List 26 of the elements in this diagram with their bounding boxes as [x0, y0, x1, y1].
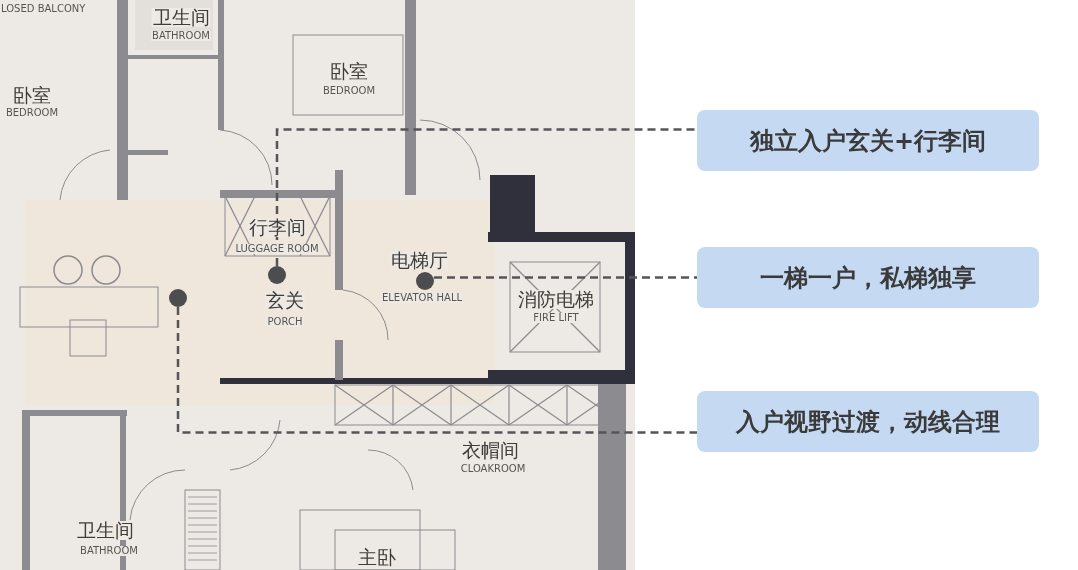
room-name-english: BEDROOM	[321, 86, 377, 96]
room-name-english: BEDROOM	[4, 108, 60, 118]
room-name-english: BATHROOM	[79, 546, 139, 556]
room-name-english: LUGGAGE ROOM	[234, 244, 320, 254]
leader-line	[275, 128, 697, 266]
room-name: 主卧	[357, 548, 397, 567]
room-name: 卧室	[12, 86, 52, 105]
room-name: 卧室	[329, 62, 369, 81]
room-name: 行李间	[247, 218, 307, 237]
leader-line	[176, 307, 697, 434]
room-name-english: LOSED BALCONY	[0, 4, 87, 14]
room-name-english: CLOAKROOM	[459, 464, 527, 474]
room-name-english: BATHROOM	[151, 31, 211, 41]
room-name-english: ELEVATOR HALL	[380, 293, 464, 303]
room-name: 玄关	[265, 291, 305, 310]
room-name: 消防电梯	[517, 290, 595, 309]
callout-box: 独立入户玄关+行李间	[697, 110, 1039, 171]
callout-box: 入户视野过渡，动线合理	[697, 391, 1039, 452]
room-name: 卫生间	[75, 521, 135, 540]
room-name-english: FIRE LIFT	[532, 313, 580, 323]
room-name-english: PORCH	[266, 317, 304, 327]
leader-line	[434, 276, 697, 279]
room-name: 衣帽间	[460, 441, 520, 460]
room-name: 电梯厅	[389, 251, 449, 270]
room-name: 卫生间	[151, 8, 211, 27]
callout-box: 一梯一户，私梯独享	[697, 247, 1039, 308]
